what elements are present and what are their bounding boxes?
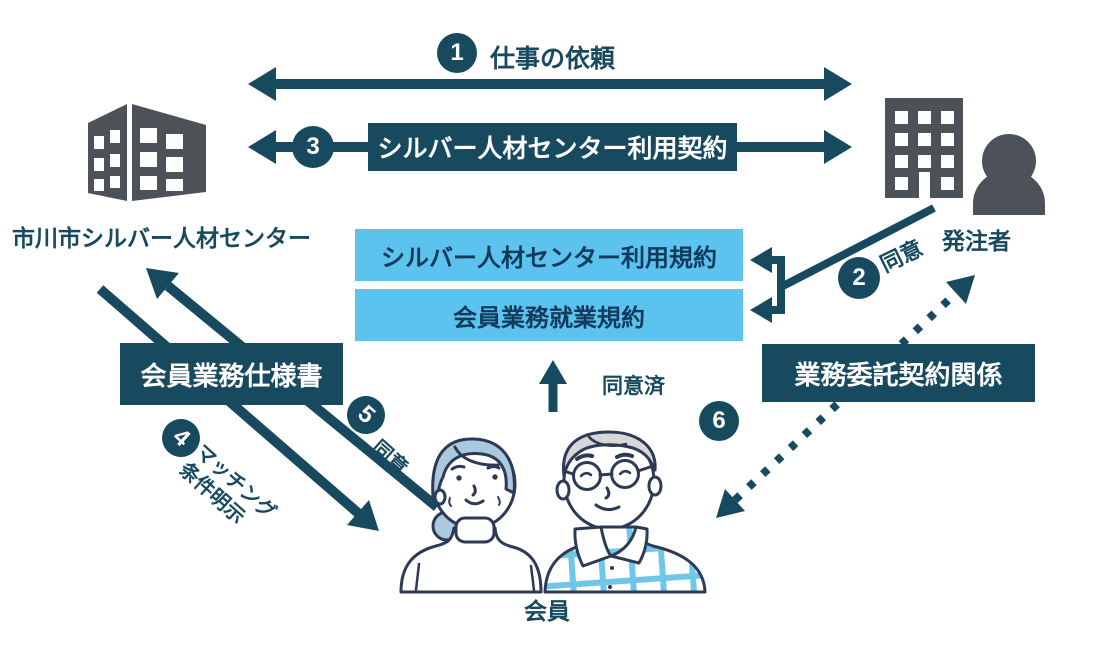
office-building-icon	[885, 98, 963, 198]
center-node-label: 市川市シルバー人材センター	[12, 225, 311, 251]
arrow-step1-work-request	[248, 67, 852, 101]
member-node-label: 会員	[524, 598, 570, 624]
arrow-agreed-up	[539, 360, 567, 412]
step6-outsourcing-box: 業務委託契約関係	[762, 344, 1035, 402]
step3-contract-box: シルバー人材センター利用契約	[368, 123, 737, 171]
terms1-box: シルバー人材センター利用規約	[355, 229, 743, 281]
step3-number-badge: 3	[292, 126, 334, 168]
step2-number-badge: 2	[838, 257, 880, 299]
step6-number-badge: 6	[699, 401, 739, 441]
terms2-box: 会員業務就業規約	[355, 289, 743, 341]
arrow-step2-agree-bracket	[750, 204, 936, 323]
office-building-3d-icon	[88, 104, 206, 201]
woman-hair	[431, 437, 516, 501]
agreed-label: 同意済	[602, 375, 665, 398]
step1-label: 仕事の依頼	[490, 45, 616, 73]
elderly-couple-illustration	[399, 430, 707, 594]
client-node-label: 発注者	[942, 228, 1011, 254]
man-hair	[562, 430, 657, 478]
arrow-step6-outsourcing-dotted	[716, 275, 975, 518]
step1-number-badge: 1	[437, 33, 477, 73]
spec-box: 会員業務仕様書	[120, 343, 343, 405]
person-icon	[973, 134, 1045, 215]
